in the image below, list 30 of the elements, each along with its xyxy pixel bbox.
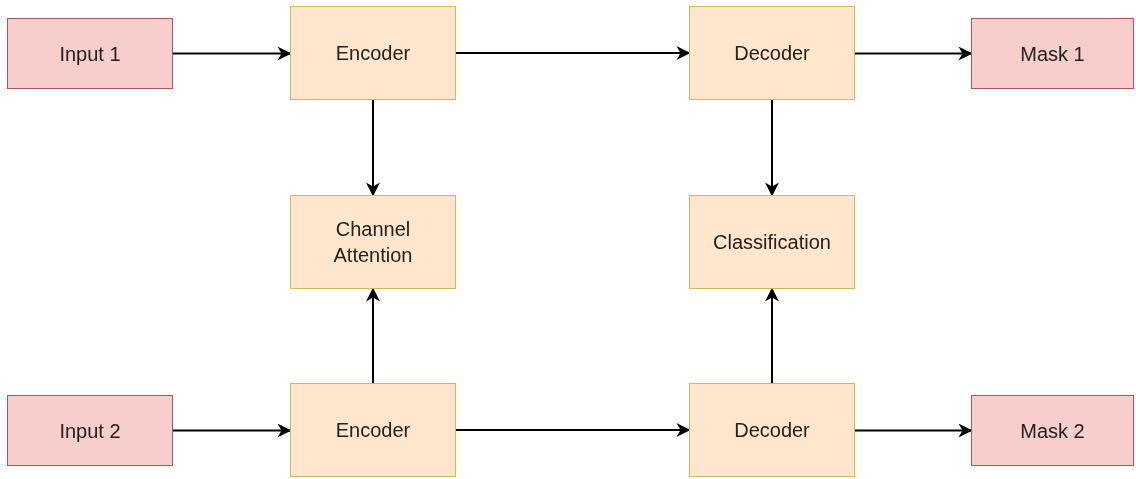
process-box: [689, 383, 855, 477]
process-box: [290, 195, 456, 289]
arrow: [765, 99, 779, 197]
arrow: [854, 423, 973, 438]
node-label: Encoder: [334, 41, 412, 66]
node-label: Classification: [712, 230, 832, 255]
node-label: Decoder: [733, 418, 811, 443]
arrow: [366, 287, 380, 384]
data-box: [7, 18, 173, 89]
arrow: [172, 46, 292, 61]
node-label: Channel Attention: [332, 217, 414, 268]
node-label: Mask 1: [1019, 41, 1086, 67]
process-box: [689, 6, 855, 100]
arrow: [765, 287, 779, 384]
arrow: [455, 46, 691, 60]
node-label: Input 2: [58, 418, 122, 444]
arrow: [172, 423, 292, 438]
data-box: [971, 395, 1134, 466]
arrow: [854, 46, 973, 61]
arrow: [366, 99, 380, 197]
arrow: [455, 423, 691, 437]
process-box: [290, 6, 456, 100]
node-label: Mask 2: [1019, 418, 1086, 444]
process-box: [689, 195, 855, 289]
data-box: [971, 18, 1134, 89]
node-label: Encoder: [334, 418, 412, 443]
node-label: Decoder: [733, 41, 811, 66]
node-label: Input 1: [58, 41, 122, 67]
process-box: [290, 383, 456, 477]
data-box: [7, 395, 173, 466]
